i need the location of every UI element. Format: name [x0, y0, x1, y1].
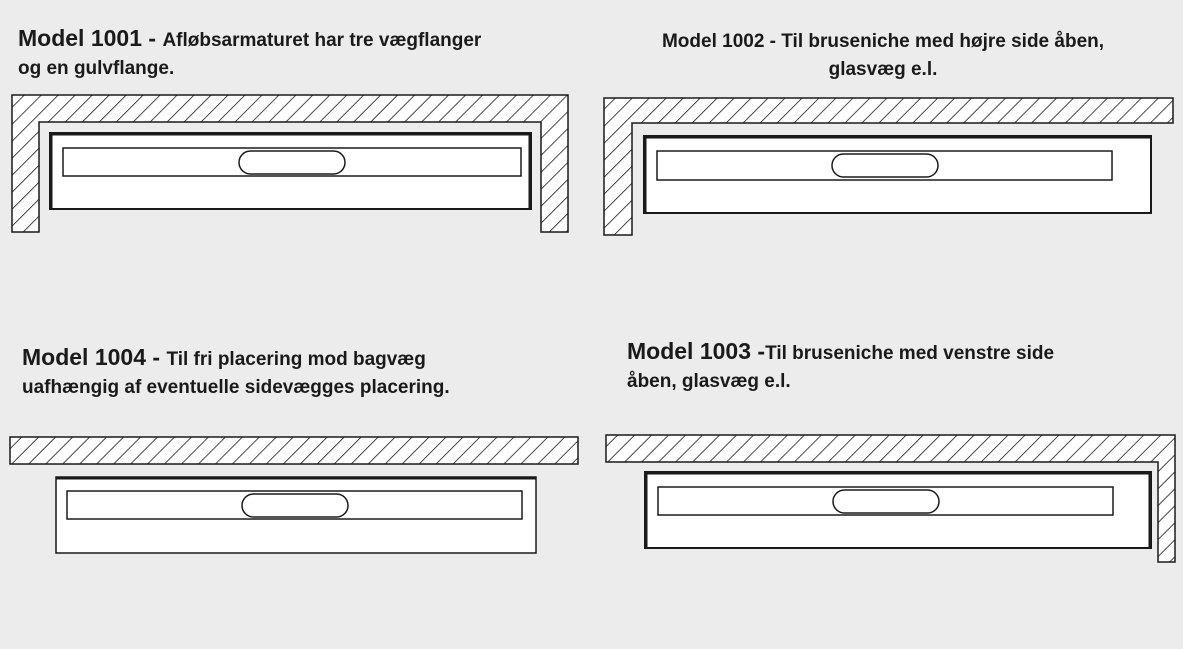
outlet-1003	[832, 489, 940, 514]
wall-hatch-1001	[11, 94, 569, 233]
model-1002-line2: glasvæg e.l.	[828, 59, 938, 80]
caption-model-1002: Model 1002 - Til bruseniche med højre si…	[603, 28, 1163, 84]
diagram-model-1004	[9, 436, 579, 554]
model-1001-desc-line1: Afløbsarmaturet har tre vægflanger	[162, 30, 482, 51]
model-1001-sep: -	[142, 25, 163, 51]
model-1004-sep: -	[146, 344, 167, 370]
outlet-1002	[831, 153, 939, 178]
model-1004-title: Model 1004	[22, 344, 146, 370]
diagram-model-1003	[605, 434, 1176, 563]
model-1003-desc-line2: åben, glasvæg e.l.	[627, 371, 791, 392]
model-1003-sep: -	[751, 338, 766, 364]
model-1002-line1: Model 1002 - Til bruseniche med højre si…	[661, 31, 1105, 52]
caption-model-1001: Model 1001 - Afløbsarmaturet har tre væg…	[18, 25, 578, 83]
model-1001-title: Model 1001	[18, 25, 142, 51]
wall-hatch-1003	[605, 434, 1176, 563]
model-1004-desc-line2: uafhængig af eventuelle sidevægges place…	[22, 377, 450, 398]
diagram-model-1002	[603, 97, 1174, 236]
caption-model-1003: Model 1003 -Til bruseniche med venstre s…	[627, 338, 1167, 396]
outlet-1001	[238, 150, 346, 175]
wall-hatch-1004	[9, 436, 579, 465]
model-1003-title: Model 1003	[627, 338, 751, 364]
model-1003-desc-line1: Til bruseniche med venstre side	[765, 343, 1055, 364]
caption-model-1004: Model 1004 - Til fri placering mod bagvæ…	[22, 344, 582, 402]
outlet-1004	[241, 493, 349, 518]
model-1004-desc-line1: Til fri placering mod bagvæg	[166, 349, 426, 370]
diagram-model-1001	[11, 94, 569, 233]
model-1001-desc-line2: og en gulvflange.	[18, 58, 175, 79]
wall-hatch-1002	[603, 97, 1174, 236]
